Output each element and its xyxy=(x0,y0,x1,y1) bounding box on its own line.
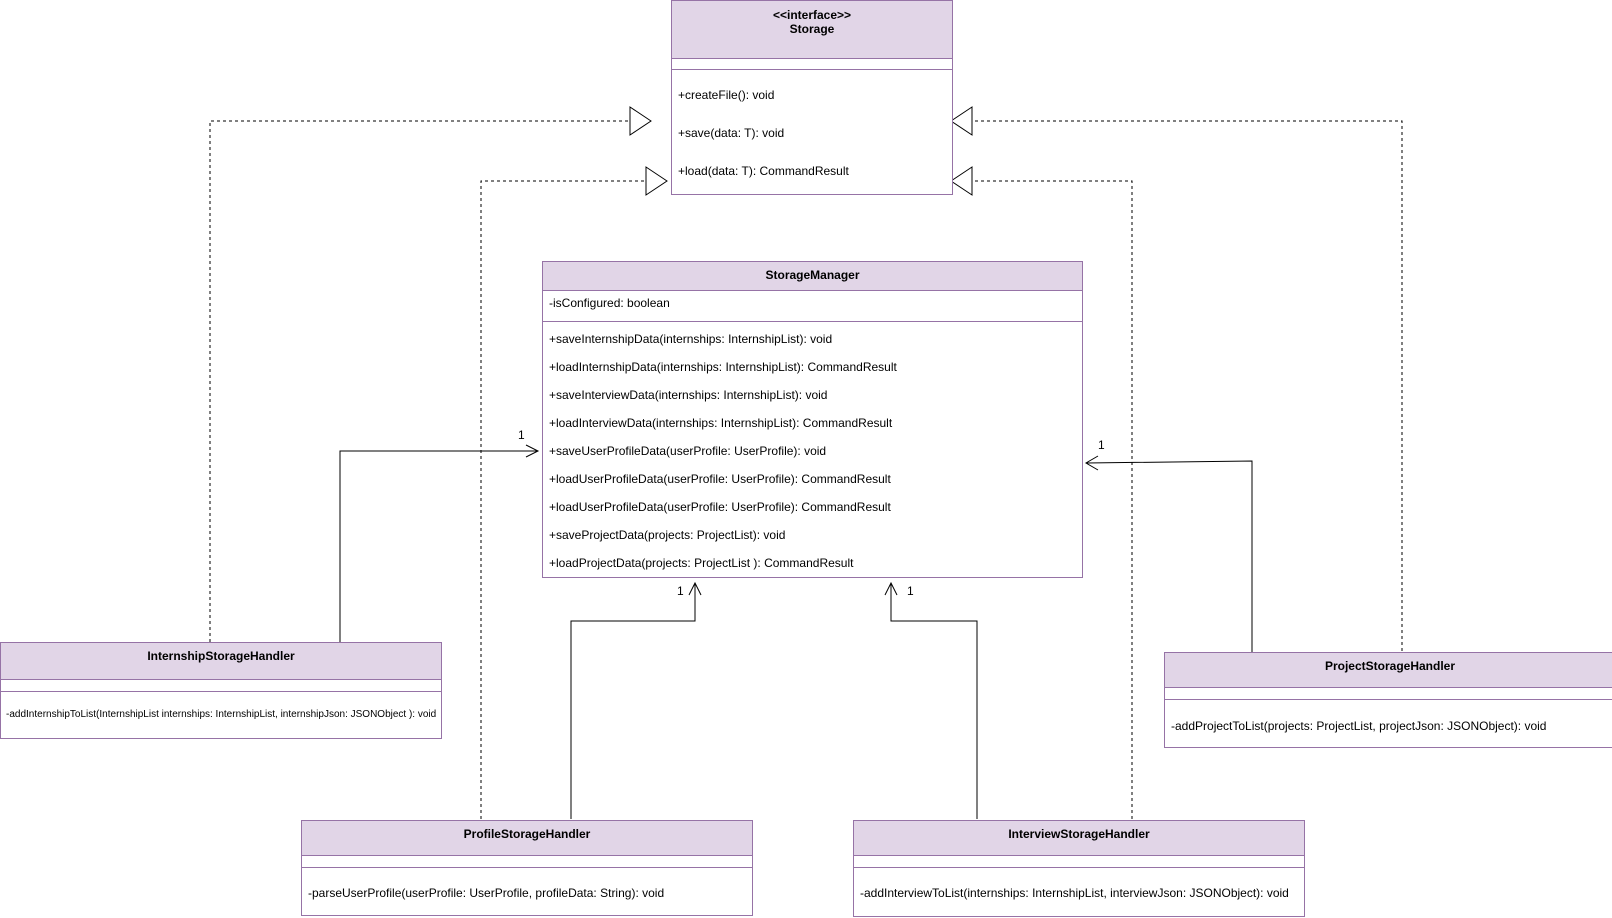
realization-project-storage xyxy=(972,120,1403,651)
realization-profile-storage xyxy=(480,180,646,819)
arrowhead-project xyxy=(1085,455,1099,471)
storage-method: +load(data: T): CommandResult xyxy=(678,164,849,178)
storage-header: <<interface>> Storage xyxy=(672,1,952,59)
profile-handler-header: ProfileStorageHandler xyxy=(302,821,752,856)
storage-manager-method: +loadInternshipData(internships: Interns… xyxy=(549,360,897,374)
assoc-interview-manager xyxy=(890,583,978,819)
storage-manager-attribute: -isConfigured: boolean xyxy=(549,296,670,310)
triangle-project xyxy=(950,106,973,136)
storage-manager-method: +saveUserProfileData(userProfile: UserPr… xyxy=(549,444,827,458)
project-handler-attributes-section xyxy=(1165,688,1612,700)
storage-manager-method: +loadUserProfileData(userProfile: UserPr… xyxy=(549,500,891,514)
storage-attributes-section xyxy=(672,59,952,70)
project-storage-handler-class: ProjectStorageHandler -addProjectToList(… xyxy=(1164,652,1612,748)
internship-handler-method: -addInternshipToList(InternshipList inte… xyxy=(6,709,437,720)
multiplicity-project: 1 xyxy=(1098,438,1105,452)
storage-method: +save(data: T): void xyxy=(678,126,785,140)
internship-handler-attributes-section xyxy=(1,680,441,692)
storage-stereotype: <<interface>> xyxy=(772,8,852,22)
arrowhead-internship xyxy=(525,444,540,458)
triangle-interview xyxy=(950,166,973,196)
multiplicity-internship: 1 xyxy=(518,428,525,442)
triangle-internship xyxy=(629,106,652,136)
storage-manager-method: +saveInternshipData(internships: Interns… xyxy=(549,332,833,346)
profile-handler-name: ProfileStorageHandler xyxy=(463,827,591,841)
storage-manager-method: +loadInterviewData(internships: Internsh… xyxy=(549,416,893,430)
project-handler-name: ProjectStorageHandler xyxy=(1324,659,1456,673)
project-handler-header: ProjectStorageHandler xyxy=(1165,653,1612,688)
interview-handler-name: InterviewStorageHandler xyxy=(1008,827,1150,841)
profile-handler-method: -parseUserProfile(userProfile: UserProfi… xyxy=(308,886,665,900)
storage-manager-class: StorageManager -isConfigured: boolean +s… xyxy=(542,261,1083,578)
interview-handler-method: -addInterviewToList(internships: Interns… xyxy=(860,886,1289,900)
realization-interview-storage xyxy=(972,180,1133,819)
interview-handler-attributes-section xyxy=(854,856,1304,868)
interview-storage-handler-class: InterviewStorageHandler -addInterviewToL… xyxy=(853,820,1305,917)
storage-method: +createFile(): void xyxy=(678,88,775,102)
assoc-internship-manager xyxy=(339,450,537,642)
storage-manager-method: +loadUserProfileData(userProfile: UserPr… xyxy=(549,472,891,486)
multiplicity-interview: 1 xyxy=(907,584,914,598)
arrowhead-profile xyxy=(688,581,702,596)
assoc-project-manager xyxy=(1086,460,1253,653)
multiplicity-profile: 1 xyxy=(677,584,684,598)
profile-storage-handler-class: ProfileStorageHandler -parseUserProfile(… xyxy=(301,820,753,916)
storage-interface-class: <<interface>> Storage +createFile(): voi… xyxy=(671,0,953,195)
assoc-profile-manager xyxy=(570,583,696,819)
arrowhead-interview xyxy=(884,581,898,596)
internship-handler-name: InternshipStorageHandler xyxy=(147,649,295,663)
storage-manager-method: +saveInterviewData(internships: Internsh… xyxy=(549,388,828,402)
storage-name: Storage xyxy=(789,22,835,36)
internship-handler-header: InternshipStorageHandler xyxy=(1,643,441,680)
storage-manager-header: StorageManager xyxy=(543,262,1082,291)
project-handler-method: -addProjectToList(projects: ProjectList,… xyxy=(1171,719,1547,733)
storage-manager-separator xyxy=(543,321,1082,322)
triangle-profile xyxy=(645,166,668,196)
internship-storage-handler-class: InternshipStorageHandler -addInternshipT… xyxy=(0,642,442,739)
storage-manager-method: +loadProjectData(projects: ProjectList )… xyxy=(549,556,854,570)
storage-manager-name: StorageManager xyxy=(765,268,860,282)
interview-handler-header: InterviewStorageHandler xyxy=(854,821,1304,856)
profile-handler-attributes-section xyxy=(302,856,752,868)
storage-manager-method: +saveProjectData(projects: ProjectList):… xyxy=(549,528,786,542)
